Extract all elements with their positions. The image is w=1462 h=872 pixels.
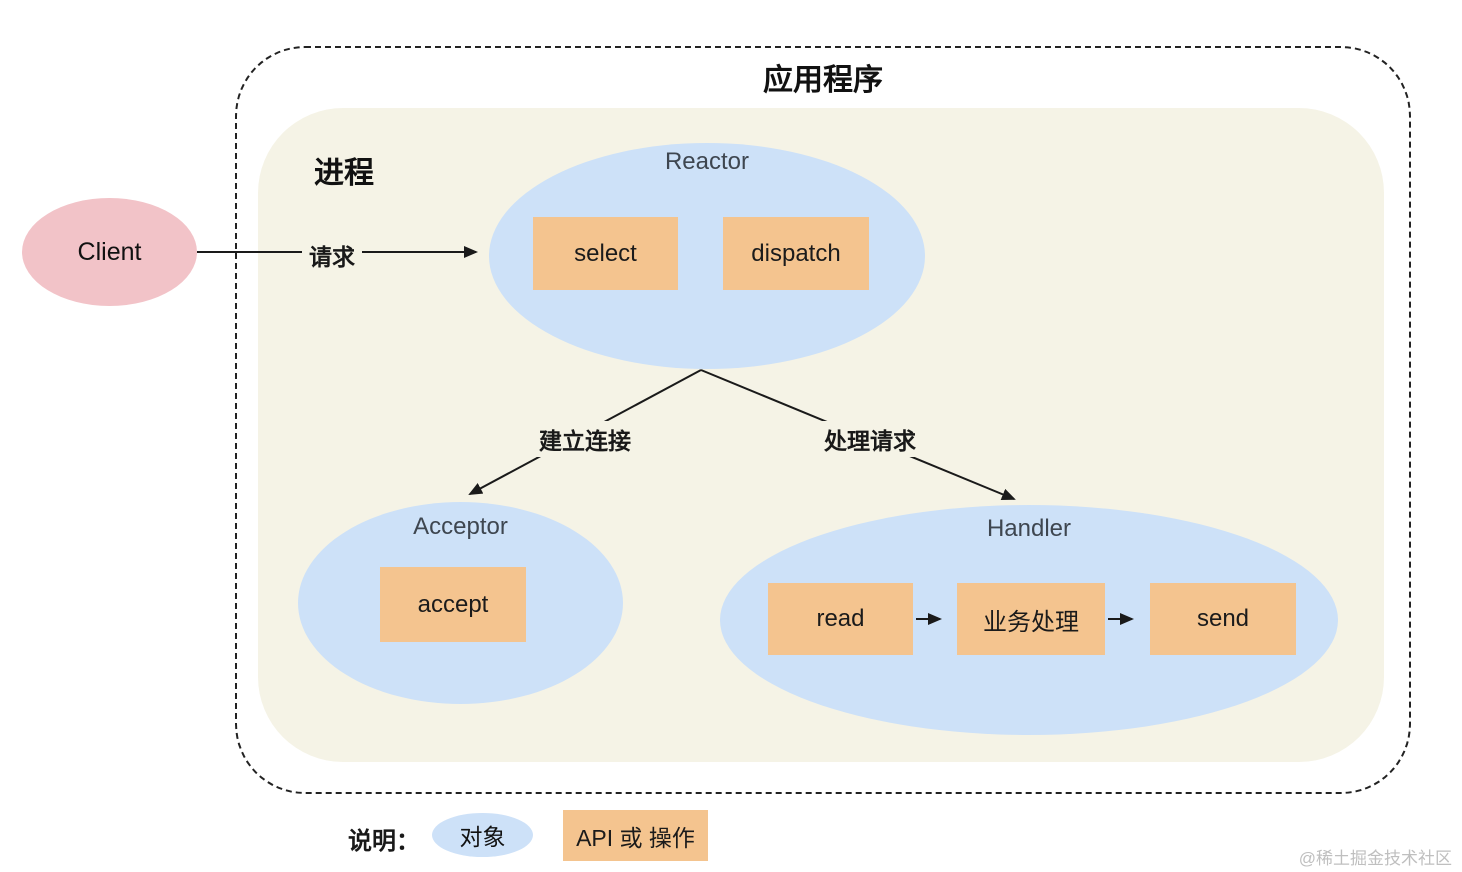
application-title: 应用程序 <box>763 64 883 97</box>
client-node: Client <box>22 198 197 306</box>
process-label: 进程 <box>314 157 374 190</box>
acceptor-title: Acceptor <box>413 513 508 540</box>
watermark: @稀土掘金技术社区 <box>1298 849 1452 868</box>
handler-title: Handler <box>986 515 1072 542</box>
handle-request-edge-label: 处理请求 <box>817 421 923 457</box>
business-process-box: 业务处理 <box>957 583 1105 655</box>
accept-box: accept <box>380 567 526 642</box>
dispatch-box: dispatch <box>723 217 869 290</box>
legend-object-ellipse: 对象 <box>432 813 533 857</box>
legend-object-label: 对象 <box>459 824 506 850</box>
read-box: read <box>768 583 913 655</box>
establish-connection-edge-label: 建立连接 <box>532 421 638 457</box>
reactor-title: Reactor <box>664 148 750 175</box>
legend-label: 说明： <box>348 828 420 855</box>
application-boundary <box>235 46 1411 794</box>
select-box: select <box>533 217 678 290</box>
client-label: Client <box>77 237 142 266</box>
send-box: send <box>1150 583 1296 655</box>
request-edge-label: 请求 <box>302 237 362 273</box>
legend-api-box: API 或 操作 <box>563 810 708 861</box>
